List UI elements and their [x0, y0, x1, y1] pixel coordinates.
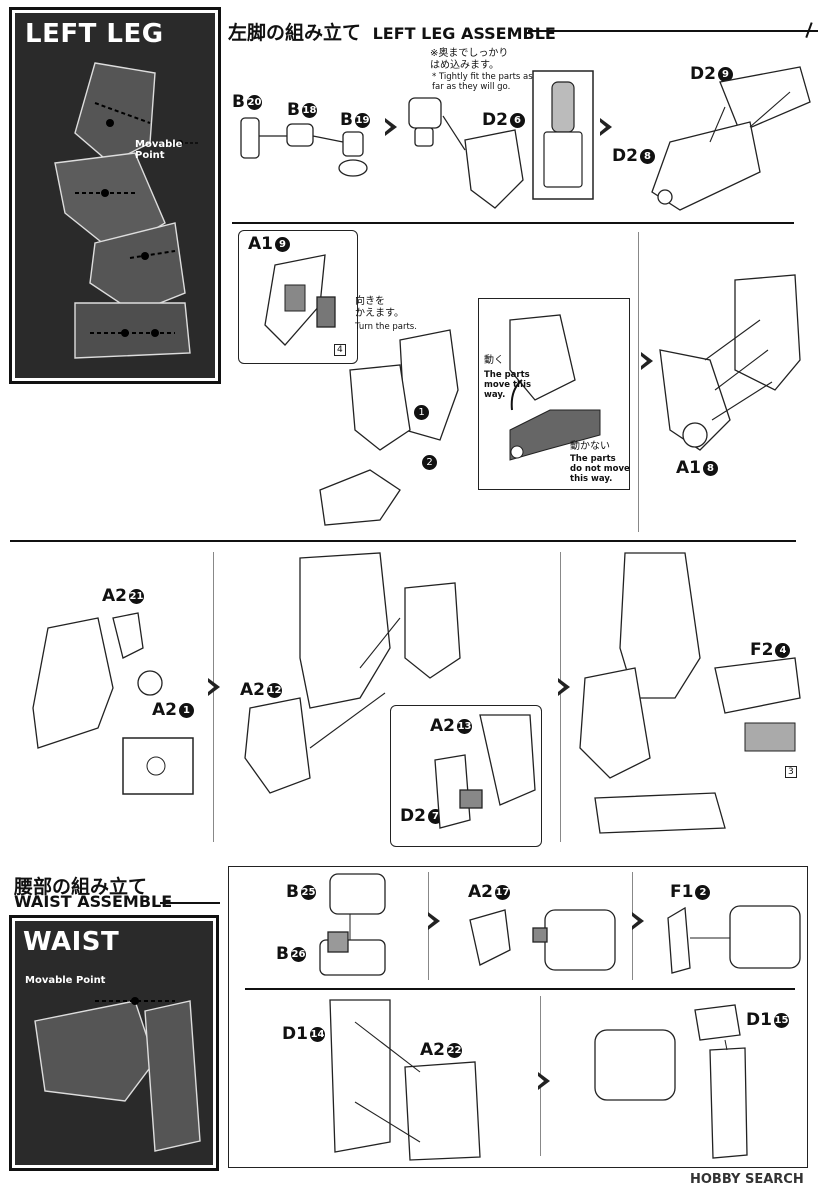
waist-panel-title: WAIST	[23, 927, 120, 957]
waist-title-rule	[160, 902, 220, 904]
order-badge-2: 2	[420, 452, 437, 471]
motion-drawing	[509, 314, 601, 461]
step3-parts-drawing	[651, 66, 811, 211]
ref-badge-3: 3	[785, 766, 797, 778]
title-rule	[528, 30, 818, 32]
turn-note-jp: 向きを かえます。	[355, 296, 404, 319]
order-badge-1: 1	[412, 402, 429, 421]
step5-drawing	[659, 274, 801, 451]
divider-step6-7	[213, 552, 214, 842]
watermark: HOBBY SEARCH	[690, 1172, 804, 1187]
waist-step4-drawing	[329, 999, 481, 1161]
step4-detail-drawing	[264, 254, 336, 346]
waist-arrow-3	[538, 1072, 550, 1090]
left-leg-movable-point: Movable Point	[135, 139, 183, 161]
tight-fit-note-jp: ※奥までしっかり はめ込みます。	[430, 48, 509, 71]
waist-divider-row	[245, 988, 795, 990]
waist-title-jp: 腰部の組み立て	[14, 876, 148, 898]
waist-panel: WAIST Movable Point	[12, 918, 216, 1168]
waist-arrow-2	[632, 912, 644, 930]
step7-drawing	[244, 552, 461, 794]
left-leg-panel: LEFT LEG Movable Point	[12, 10, 218, 381]
step8-drawing	[579, 552, 801, 834]
tight-fit-note-en: * Tightly fit the parts as far as they w…	[432, 72, 533, 92]
step-arrow-3	[641, 352, 653, 370]
waist-step1-box-border	[228, 866, 808, 1168]
divider-step7-8	[560, 552, 561, 842]
not-moves-note-jp: 動かない	[570, 441, 610, 452]
step2-parts-drawing	[408, 97, 524, 209]
left-leg-title-en: LEFT LEG ASSEMBLE	[372, 24, 556, 43]
waist-title-en: WAIST ASSEMBLE	[14, 892, 173, 911]
waist-step1-drawing	[319, 873, 386, 976]
turn-note-en: Turn the parts.	[355, 322, 417, 332]
not-moves-note-en: The parts do not move this way.	[570, 454, 630, 484]
step7-detail-drawing	[434, 714, 536, 829]
divider-row1	[232, 222, 794, 224]
divider-step4-5	[638, 232, 639, 532]
step-arrow-2	[600, 118, 612, 136]
step2-detail-drawing	[532, 70, 594, 200]
divider-row2	[10, 540, 796, 542]
left-leg-panel-title: LEFT LEG	[25, 19, 164, 49]
waist-step2-drawing	[469, 909, 616, 971]
waist-step5-drawing	[594, 1004, 748, 1159]
step1-parts-drawing	[240, 117, 368, 177]
waist-step3-drawing	[667, 905, 801, 974]
step6-drawing	[32, 612, 194, 795]
left-leg-title-jp: 左脚の組み立て	[228, 22, 362, 44]
step-arrow-1	[385, 118, 397, 136]
leg-render-image	[54, 62, 200, 359]
waist-arrow-1	[428, 912, 440, 930]
waist-render-image	[34, 997, 201, 1152]
moves-note-en: The parts move this way.	[484, 370, 532, 400]
step4-assembly-drawing	[319, 329, 459, 526]
ref-badge-4: 4	[334, 344, 346, 356]
moves-note-jp: 動く	[484, 355, 504, 366]
step-arrow-5	[558, 678, 570, 696]
step-arrow-4	[208, 678, 220, 696]
waist-movable-point: Movable Point	[25, 975, 106, 986]
left-leg-section-title: 左脚の組み立て LEFT LEG ASSEMBLE	[228, 18, 556, 45]
